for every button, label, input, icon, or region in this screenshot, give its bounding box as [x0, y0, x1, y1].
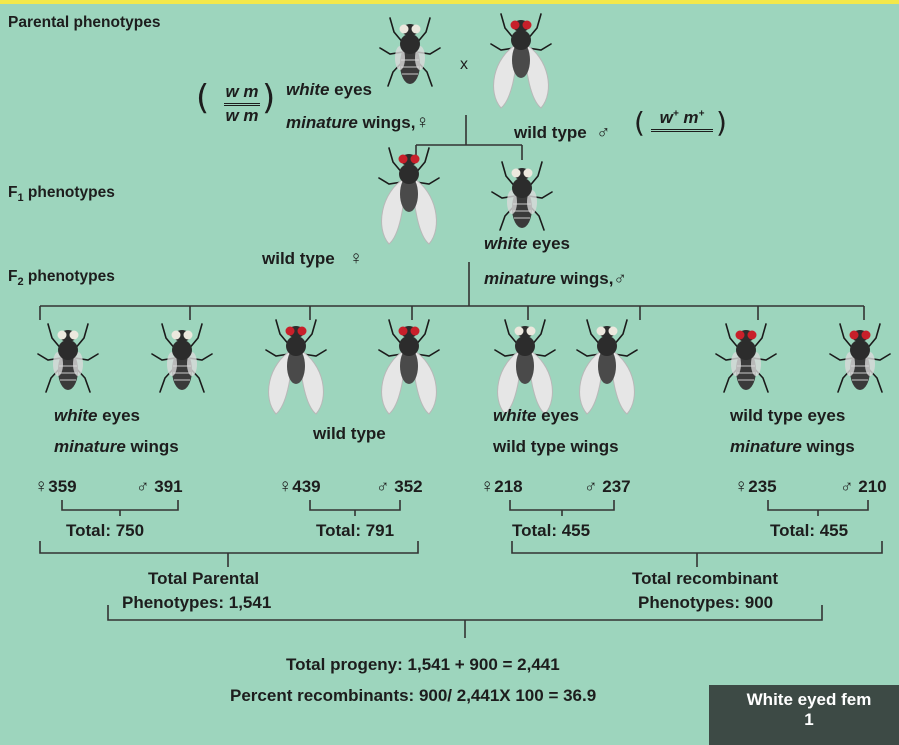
- f2-group2-female-count: ♀439: [278, 476, 321, 498]
- f2-group4-line2: minature wings: [730, 437, 855, 457]
- f2-group1-line1: white eyes: [54, 406, 140, 426]
- fly-wildtype-female-f1: [374, 146, 444, 248]
- f2-group3-female-count: ♀218: [480, 476, 523, 498]
- f2-phenotypes-label: F2 phenotypes: [8, 268, 115, 288]
- f2-group3-line1: white eyes: [493, 406, 579, 426]
- male-symbol: ♂: [613, 268, 627, 288]
- percent-recombinants: Percent recombinants: 900/ 2,441X 100 = …: [230, 686, 596, 706]
- total-parental-line1: Total Parental: [148, 569, 259, 589]
- callout-line1: White eyed fem: [709, 690, 899, 710]
- fly-red-mini-f2-1: [714, 322, 778, 394]
- fly-white-mini-male-f1: [490, 160, 554, 232]
- callout-line2: 1: [709, 710, 899, 730]
- f2-group2-line1: wild type: [313, 424, 386, 444]
- genotype-female-fraction: w m w m: [224, 82, 260, 126]
- genotype-female-paren-right: ): [262, 78, 275, 118]
- total-recomb-line2: Phenotypes: 900: [638, 593, 773, 613]
- callout-box: White eyed fem 1: [709, 685, 899, 745]
- f2-group1-female-count: ♀359: [34, 476, 77, 498]
- female-symbol: ♀: [415, 112, 429, 133]
- genotype-female-top: w m: [224, 82, 260, 106]
- parent-female-line2: minature wings,♀: [286, 112, 430, 134]
- parent-male-label: wild type ♂: [514, 122, 610, 144]
- genotype-female-paren-left: (: [196, 78, 209, 118]
- f2-group2-total: Total: 791: [316, 521, 394, 541]
- total-progeny: Total progeny: 1,541 + 900 = 2,441: [286, 655, 560, 675]
- fly-white-normal-f2-2: [572, 318, 642, 418]
- fly-white-mini-f2-2: [150, 322, 214, 394]
- f1-male-line1: white eyes: [484, 234, 570, 254]
- genotype-male-paren-left: (: [634, 106, 645, 139]
- f2-group2-male-count: ♂ 352: [376, 476, 423, 497]
- genotype-female-bottom: w m: [224, 106, 260, 126]
- f1-male-line2: minature wings,♂: [484, 268, 627, 289]
- genotype-male-fraction: w+ m+: [651, 108, 713, 132]
- f2-group3-line2: wild type wings: [493, 437, 619, 457]
- fly-white-normal-f2-1: [490, 318, 560, 418]
- fly-white-mini-female-parent: [378, 16, 442, 88]
- f2-group4-line1: wild type eyes: [730, 406, 845, 426]
- f1-phenotypes-label: F1 phenotypes: [8, 184, 115, 204]
- cross-symbol: x: [460, 56, 468, 74]
- parental-phenotypes-label: Parental phenotypes: [8, 14, 160, 32]
- fly-red-mini-f2-2: [828, 322, 892, 394]
- female-symbol: ♀: [349, 248, 363, 269]
- f1-female-label: wild type ♀: [262, 248, 363, 270]
- f2-group4-female-count: ♀235: [734, 476, 777, 498]
- f2-group3-total: Total: 455: [512, 521, 590, 541]
- fly-white-mini-f2-1: [36, 322, 100, 394]
- f2-group4-total: Total: 455: [770, 521, 848, 541]
- male-symbol: ♂: [596, 122, 610, 143]
- total-recomb-line1: Total recombinant: [632, 569, 778, 589]
- fly-wildtype-f2-2: [374, 318, 444, 418]
- f2-group1-male-count: ♂ 391: [136, 476, 183, 497]
- f2-group4-male-count: ♂ 210: [840, 476, 887, 497]
- fly-wildtype-male-parent: [486, 12, 556, 112]
- parent-female-line1: white eyes: [286, 80, 372, 100]
- f2-group1-total: Total: 750: [66, 521, 144, 541]
- genotype-male-paren-right: ): [716, 106, 727, 139]
- fly-wildtype-f2-1: [261, 318, 331, 418]
- total-parental-line2: Phenotypes: 1,541: [122, 593, 271, 613]
- f2-group1-line2: minature wings: [54, 437, 179, 457]
- f2-group3-male-count: ♂ 237: [584, 476, 631, 497]
